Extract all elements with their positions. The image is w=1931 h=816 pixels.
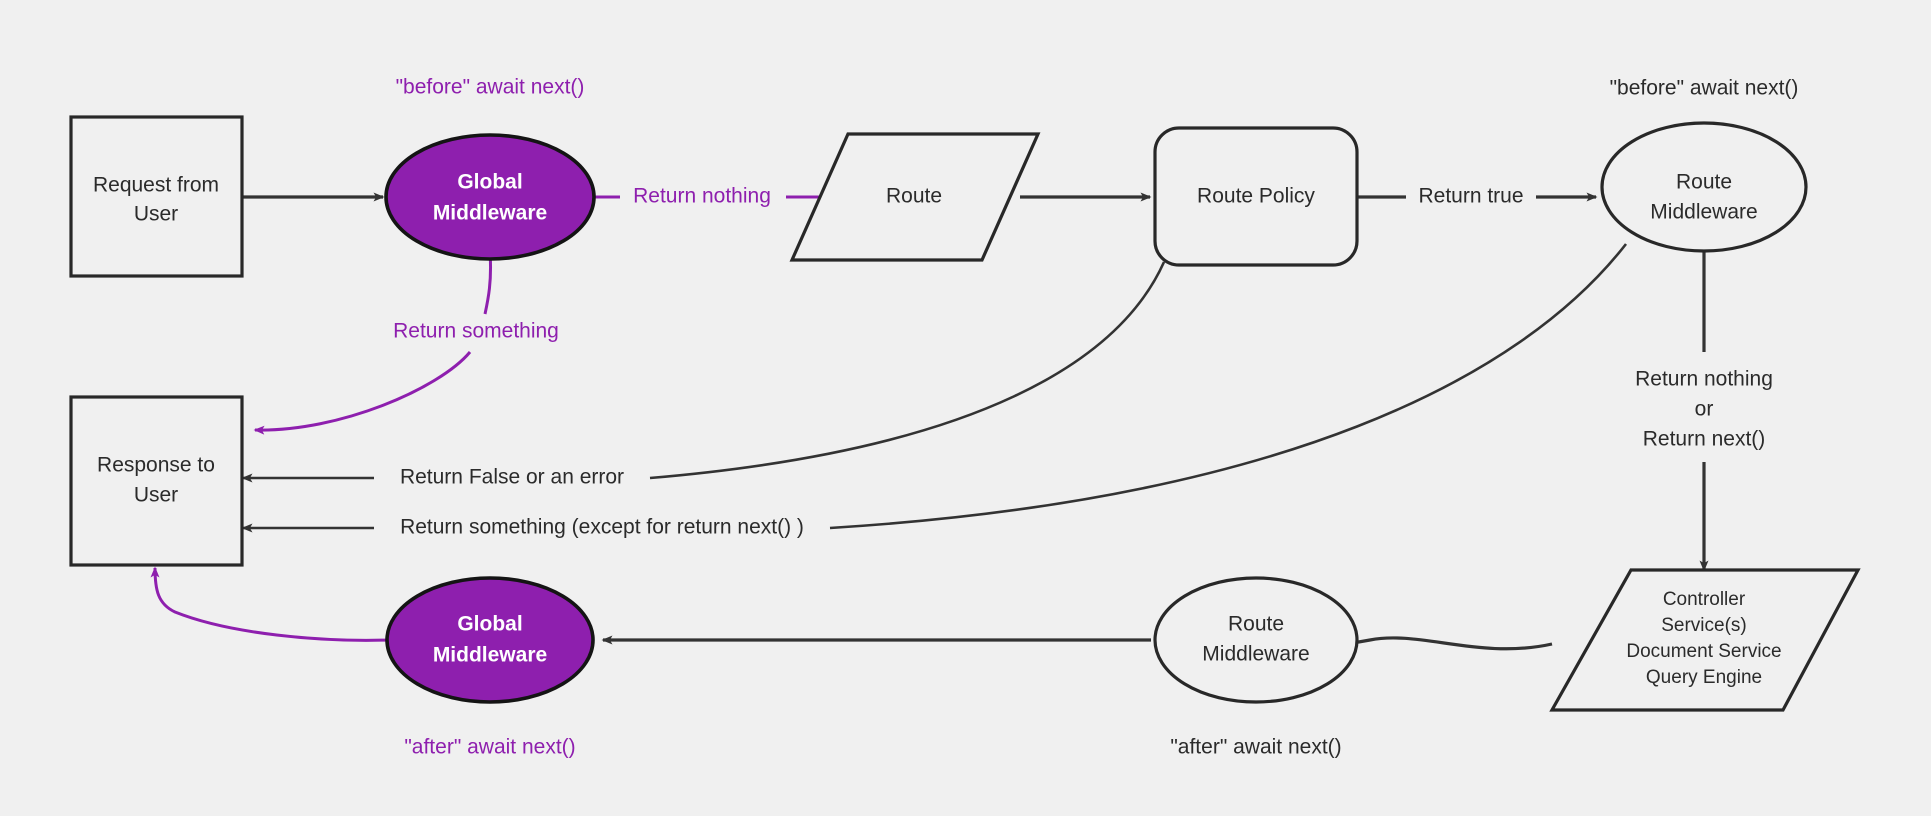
global-middleware-bottom-label-line2: Middleware bbox=[433, 644, 547, 667]
global-middleware-bottom-label-line1: Global bbox=[457, 613, 522, 636]
edge-route-middleware-to-response-curve bbox=[829, 243, 1628, 530]
edge-label-return-something-except-next: Return something (except for return next… bbox=[400, 516, 804, 539]
node-request-from-user[interactable] bbox=[69, 115, 244, 278]
node-global-middleware-bottom[interactable] bbox=[385, 576, 595, 704]
annotation-after-await-next-route: "after" await next() bbox=[1170, 736, 1341, 759]
request-from-user-label-line2: User bbox=[134, 203, 178, 226]
edge-label-return-true: Return true bbox=[1418, 185, 1523, 208]
node-response-to-user[interactable] bbox=[69, 395, 244, 567]
edge-global-middleware-return-something-stub bbox=[483, 251, 492, 315]
node-controller-services[interactable] bbox=[1549, 568, 1861, 712]
route-middleware-top-label-line1: Route bbox=[1676, 171, 1732, 194]
edge-route-policy-to-response-curve bbox=[649, 261, 1166, 480]
request-from-user-label-line1: Request from bbox=[93, 174, 219, 197]
edge-label-return-nothing: Return nothing bbox=[633, 185, 771, 208]
edge-label-return-nothing-or-next-3: Return next() bbox=[1643, 428, 1766, 451]
node-route[interactable] bbox=[789, 132, 1041, 262]
global-middleware-top-label-line2: Middleware bbox=[433, 202, 547, 225]
node-global-middleware-top[interactable] bbox=[384, 133, 596, 261]
node-route-middleware-top[interactable] bbox=[1600, 121, 1808, 253]
edge-label-return-false-or-error: Return False or an error bbox=[400, 466, 624, 489]
controller-label-line2: Service(s) bbox=[1661, 615, 1747, 636]
controller-label-line1: Controller bbox=[1663, 589, 1746, 610]
node-route-middleware-bottom[interactable] bbox=[1153, 576, 1359, 704]
annotation-before-await-next-route: "before" await next() bbox=[1610, 77, 1799, 100]
response-to-user-label-line1: Response to bbox=[97, 454, 215, 477]
annotation-after-await-next-global: "after" await next() bbox=[404, 736, 575, 759]
route-middleware-bottom-label-line1: Route bbox=[1228, 613, 1284, 636]
edge-global-middleware-to-response bbox=[253, 351, 472, 435]
edge-label-return-something: Return something bbox=[393, 320, 559, 343]
global-middleware-top-label-line1: Global bbox=[457, 171, 522, 194]
controller-label-line3: Document Service bbox=[1626, 641, 1781, 662]
annotation-before-await-next-global: "before" await next() bbox=[396, 76, 585, 99]
edge-global-middleware-bottom-to-response bbox=[150, 566, 389, 642]
route-middleware-bottom-label-line2: Middleware bbox=[1202, 643, 1309, 666]
route-policy-label: Route Policy bbox=[1197, 185, 1315, 208]
route-middleware-top-label-line2: Middleware bbox=[1650, 201, 1757, 224]
edge-label-return-nothing-or-next-1: Return nothing bbox=[1635, 368, 1773, 391]
edge-label-return-nothing-or-next-2: or bbox=[1695, 398, 1714, 421]
controller-label-line4: Query Engine bbox=[1646, 667, 1762, 688]
node-route-policy[interactable] bbox=[1153, 126, 1359, 267]
response-to-user-label-line2: User bbox=[134, 484, 178, 507]
route-label: Route bbox=[886, 185, 942, 208]
